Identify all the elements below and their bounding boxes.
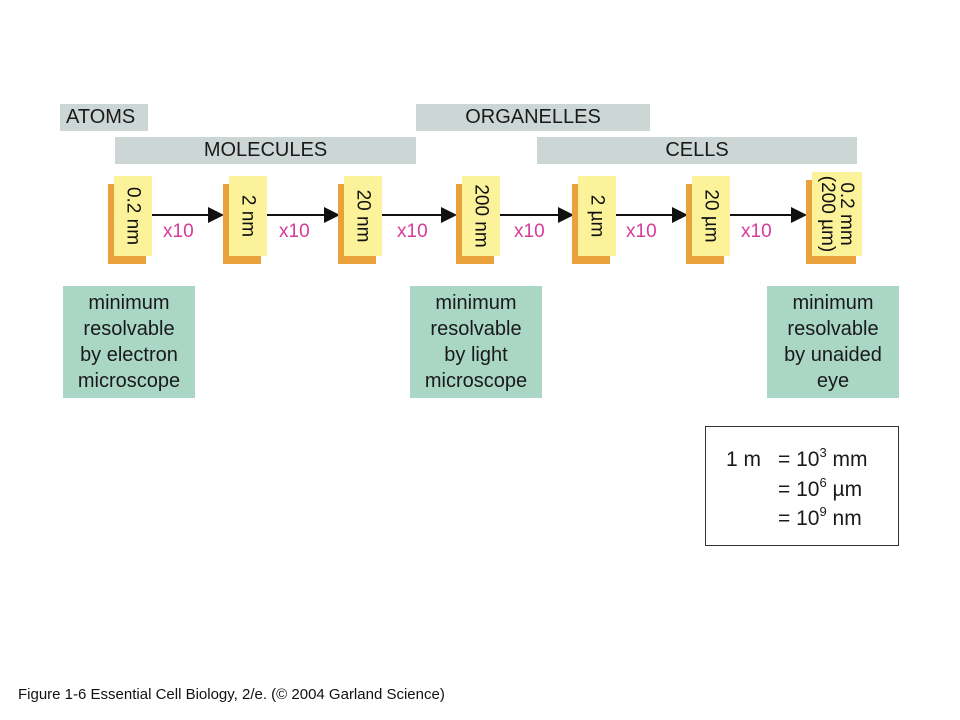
- band-molecules: MOLECULES: [115, 137, 416, 164]
- scale-tag-label: 0.2 nm: [122, 186, 144, 246]
- scale-tag-2um: 2 µm: [572, 176, 616, 264]
- unit-conversion-box: 1 m = 103 mm = 106 µm = 109 nm: [705, 426, 899, 546]
- scale-tag-label: 20 nm: [352, 189, 374, 243]
- scale-tag-0.2mm: 0.2 mm (200 µm): [806, 172, 862, 264]
- multiplier-label: x10: [741, 221, 772, 242]
- note-light-microscope: minimum resolvable by light microscope: [410, 286, 542, 398]
- multiplier-label: x10: [279, 221, 310, 242]
- scale-tag-20nm: 20 nm: [338, 176, 382, 264]
- multiplier-label: x10: [397, 221, 428, 242]
- unit-row-mm: = 103 mm: [778, 445, 868, 471]
- scale-tag-label: 2 nm: [237, 194, 259, 238]
- band-organelles: ORGANELLES: [416, 104, 650, 131]
- scale-tag-2nm: 2 nm: [223, 176, 267, 264]
- scale-tag-0.2nm: 0.2 nm: [108, 176, 152, 264]
- unit-row-um: = 106 µm: [778, 475, 863, 501]
- figure-caption: Figure 1-6 Essential Cell Biology, 2/e. …: [18, 686, 445, 703]
- unit-meter-label: 1 m: [726, 448, 762, 471]
- multiplier-label: x10: [163, 221, 194, 242]
- note-electron-microscope: minimum resolvable by electron microscop…: [63, 286, 195, 398]
- scale-tag-label: 200 nm: [470, 184, 492, 248]
- note-unaided-eye: minimum resolvable by unaided eye: [767, 286, 899, 398]
- scale-tag-200nm: 200 nm: [456, 176, 500, 264]
- multiplier-label: x10: [626, 221, 657, 242]
- scale-tag-label: 20 µm: [700, 189, 722, 243]
- band-atoms: ATOMS: [60, 104, 148, 131]
- scale-tag-20um: 20 µm: [686, 176, 730, 264]
- multiplier-label: x10: [514, 221, 545, 242]
- unit-row-nm: = 109 nm: [778, 504, 862, 530]
- scale-tag-label: 0.2 mm (200 µm): [817, 175, 857, 253]
- band-cells: CELLS: [537, 137, 857, 164]
- scale-tag-label: 2 µm: [586, 194, 608, 238]
